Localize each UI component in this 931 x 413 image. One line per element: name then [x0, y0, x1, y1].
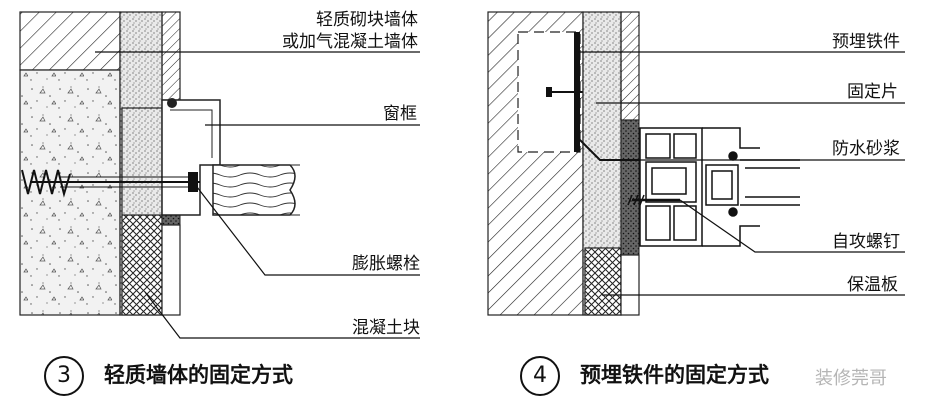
insulation-board	[584, 247, 622, 316]
frame-gap-filler	[121, 107, 163, 216]
label-waterproof-mortar: 防水砂浆	[832, 139, 900, 159]
label-fixing-plate: 固定片	[847, 82, 898, 102]
label-light-block-wall-1: 轻质砌块墙体	[316, 10, 418, 30]
label-window-frame: 窗框	[383, 104, 417, 124]
light-block-wall-top	[19, 11, 121, 71]
exterior-finish-strip	[161, 11, 181, 101]
label-self-tapping-screw: 自攻螺钉	[832, 232, 900, 252]
sealant-bottom	[161, 214, 181, 226]
label-concrete-block: 混凝土块	[352, 318, 420, 338]
label-insulation-board: 保温板	[847, 275, 898, 295]
wooden-sash	[212, 164, 296, 216]
right-detail-drawing	[487, 11, 905, 316]
expansion-bolt	[21, 169, 200, 198]
sealant-top	[167, 98, 177, 108]
left-figure-caption: 轻质墙体的固定方式	[104, 363, 293, 387]
right-figure-caption: 预埋铁件的固定方式	[580, 363, 769, 387]
window-profile	[639, 127, 800, 247]
concrete-block	[121, 214, 163, 316]
concrete-wall-mass	[19, 69, 121, 316]
window-frame-profile	[161, 99, 221, 216]
right-figure-number: 4	[520, 356, 560, 396]
left-figure-number: 3	[44, 356, 84, 396]
label-expansion-bolt: 膨胀螺栓	[352, 254, 420, 274]
label-light-block-wall-2: 或加气混凝土墙体	[282, 32, 418, 52]
self-tapping-screw	[627, 194, 680, 206]
waterproof-mortar	[620, 119, 640, 256]
exterior-lower-strip	[161, 224, 181, 316]
label-embedded-iron: 预埋铁件	[832, 32, 900, 52]
watermark: 装修莞哥	[815, 368, 887, 389]
exterior-finish-strip-right	[620, 11, 640, 121]
left-detail-drawing	[19, 11, 420, 339]
